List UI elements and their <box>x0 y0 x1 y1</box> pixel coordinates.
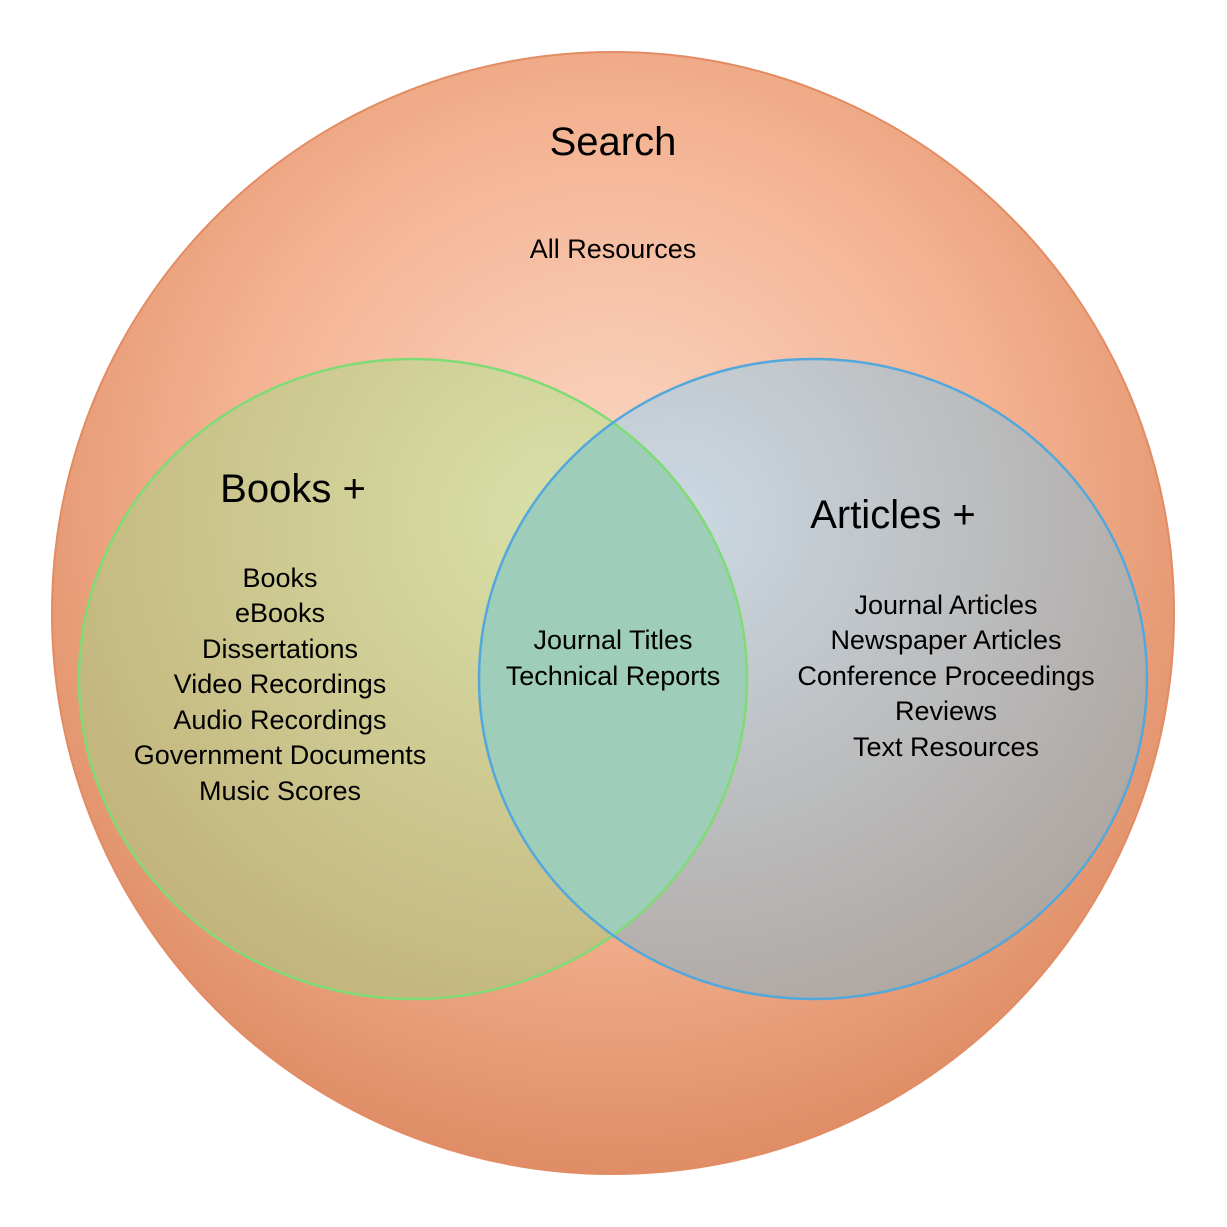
books-item: eBooks <box>235 598 325 628</box>
overlap-item: Technical Reports <box>506 661 721 691</box>
books-item: Audio Recordings <box>173 705 386 735</box>
articles-item-list: Journal Articles Newspaper Articles Conf… <box>797 590 1094 762</box>
articles-item: Journal Articles <box>854 590 1037 620</box>
articles-item: Reviews <box>895 696 997 726</box>
all-resources-label: All Resources <box>530 234 697 264</box>
books-item: Music Scores <box>199 776 361 806</box>
books-item-list: Books eBooks Dissertations Video Recordi… <box>134 563 427 806</box>
search-title: Search <box>550 120 677 164</box>
books-plus-title: Books + <box>220 467 366 511</box>
articles-plus-title: Articles + <box>810 493 976 537</box>
left-ellipse-outline <box>77 357 749 1001</box>
overlap-region <box>479 359 747 999</box>
books-item: Dissertations <box>202 634 358 664</box>
articles-item: Text Resources <box>853 732 1039 762</box>
books-item: Video Recordings <box>174 669 387 699</box>
books-item: Books <box>242 563 317 593</box>
articles-item: Conference Proceedings <box>797 661 1094 691</box>
right-ellipse-outline <box>477 357 1149 1001</box>
books-item: Government Documents <box>134 740 427 770</box>
articles-item: Newspaper Articles <box>830 625 1061 655</box>
overlap-item: Journal Titles <box>533 625 692 655</box>
overlap-item-list: Journal Titles Technical Reports <box>506 625 721 691</box>
